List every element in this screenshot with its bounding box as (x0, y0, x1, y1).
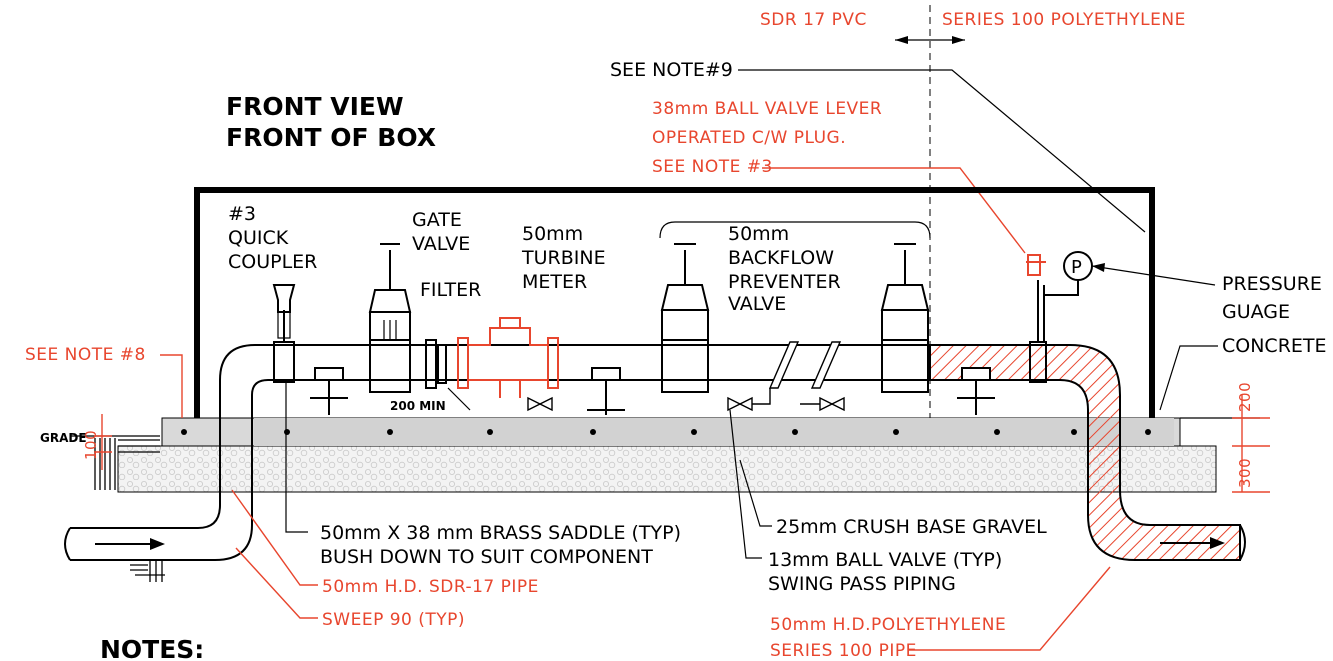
see-note-8-leader (160, 354, 183, 418)
sweep-label: SWEEP 90 (TYP) (322, 610, 465, 630)
quick-coupler-label-1: #3 (228, 203, 256, 225)
sweep-leader (235, 547, 318, 619)
quick-coupler-label-2: QUICK (228, 227, 289, 249)
concrete-leader (1159, 345, 1218, 411)
inlet-pipe (64, 344, 940, 561)
ball-valve-label-1: 38mm BALL VALVE LEVER (652, 99, 882, 119)
meter-label-3: METER (522, 271, 587, 293)
ball-valve-leader (762, 167, 1026, 254)
see-note-9-label: SEE NOTE#9 (610, 59, 733, 81)
notes-heading: NOTES: (100, 635, 204, 661)
filter-label: FILTER (420, 279, 481, 301)
ball-valve-label-3: SEE NOTE #3 (652, 157, 773, 177)
turbine-meter (457, 317, 559, 398)
small-ball-valves (527, 388, 845, 412)
pipe-sdr-leader (231, 489, 318, 586)
backflow-valve-left (660, 243, 710, 393)
svg-text:300: 300 (1236, 458, 1254, 488)
pressure-leader (1091, 265, 1216, 286)
gate-valve (368, 243, 412, 393)
svg-text:P: P (1071, 257, 1082, 278)
pipe-sdr-label: 50mm H.D. SDR-17 PIPE (322, 577, 539, 597)
ball13-label-1: 13mm BALL VALVE (TYP) (768, 549, 1002, 571)
gravel-bed (117, 445, 1217, 493)
pressure-label-2: GUAGE (1222, 301, 1290, 323)
valve-box (194, 187, 1155, 418)
left-material-label: SDR 17 PVC (760, 10, 867, 30)
svg-text:200: 200 (1236, 382, 1254, 412)
backflow-label-3: PREVENTER (728, 271, 841, 293)
dim-100: 100 (82, 414, 112, 470)
pressure-gauge: P (1063, 251, 1093, 281)
page-title: FRONT VIEW (226, 92, 404, 121)
backflow-valve-right (880, 243, 930, 393)
ball-valve-riser (1026, 254, 1079, 383)
backflow-brace (659, 221, 931, 239)
see-note-9-leader (738, 69, 1146, 233)
poly-label-2: SERIES 100 PIPE (770, 641, 917, 661)
saddle-leader (285, 382, 308, 533)
bypass-breaks (768, 341, 842, 389)
gate-valve-label-2: VALVE (412, 233, 470, 255)
quick-coupler-label-3: COUPLER (228, 251, 317, 273)
meter-label-1: 50mm (522, 223, 583, 245)
backflow-label-2: BACKFLOW (728, 247, 834, 269)
ball13-leader (729, 409, 762, 559)
ball13-label-2: SWING PASS PIPING (768, 573, 956, 595)
concrete-label: CONCRETE (1222, 335, 1327, 357)
min-200-label: 200 MIN (390, 399, 446, 413)
right-material-label: SERIES 100 POLYETHYLENE (942, 10, 1186, 30)
filter (425, 339, 447, 389)
divider-arrows (895, 36, 965, 44)
page-subtitle: FRONT OF BOX (226, 123, 436, 152)
grade-label: GRADE (40, 431, 87, 445)
pipe-supports (310, 367, 995, 415)
ball-valve-label-2: OPERATED C/W PLUG. (652, 128, 846, 148)
pressure-label-1: PRESSURE (1222, 273, 1322, 295)
saddle-label-2: BUSH DOWN TO SUIT COMPONENT (320, 546, 653, 568)
see-note-8-label: SEE NOTE #8 (25, 345, 146, 365)
gravel-leader (739, 459, 772, 527)
backflow-label-4: VALVE (728, 293, 786, 315)
dim-right: 200 300 (1232, 382, 1270, 493)
gravel-label: 25mm CRUSH BASE GRAVEL (776, 516, 1047, 538)
backflow-label-1: 50mm (728, 223, 789, 245)
gate-valve-label-1: GATE (412, 209, 462, 231)
poly-leader (908, 566, 1111, 651)
saddle-label-1: 50mm X 38 mm BRASS SADDLE (TYP) (320, 522, 681, 544)
poly-label-1: 50mm H.D.POLYETHYLENE (770, 615, 1006, 635)
quick-coupler (272, 284, 296, 383)
svg-text:100: 100 (82, 430, 100, 460)
meter-label-2: TURBINE (521, 247, 606, 269)
